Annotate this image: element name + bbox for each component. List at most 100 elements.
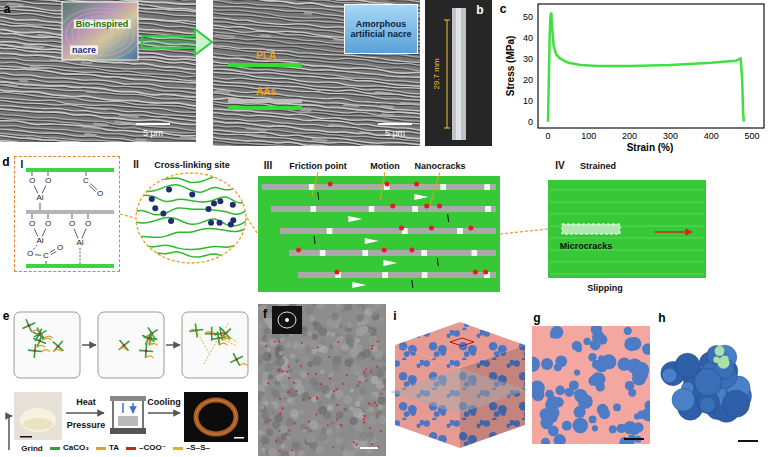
layered-structure — [365, 238, 379, 244]
sem-image — [25, 137, 41, 140]
sem-image — [228, 63, 302, 67]
tem-image — [281, 407, 283, 409]
chemical-bond — [32, 214, 33, 219]
sem-image — [83, 133, 97, 136]
process-schematic — [235, 358, 238, 361]
tem-image — [294, 422, 296, 424]
tem-image — [350, 365, 359, 374]
3d-phase-model — [661, 345, 758, 442]
layered-structure — [327, 228, 333, 234]
leader-line — [380, 172, 385, 200]
tem-image — [378, 396, 386, 404]
polymer-network — [211, 200, 217, 206]
layered-structure — [382, 272, 388, 278]
tem-image — [290, 409, 298, 417]
tem-image — [328, 372, 333, 377]
tem-image — [365, 368, 367, 370]
layered-structure — [271, 206, 310, 212]
tem-image — [320, 370, 325, 375]
process-schematic — [123, 344, 126, 347]
tem-image — [272, 306, 302, 334]
tem-image — [345, 334, 353, 342]
tem-image — [362, 383, 367, 388]
chemical-bond — [33, 245, 37, 250]
tem-image — [279, 398, 281, 400]
tem-image — [315, 397, 324, 406]
tem-image — [363, 418, 365, 420]
tem-image — [381, 304, 386, 310]
powder-photo — [14, 392, 62, 440]
tem-image — [330, 332, 335, 337]
scale-bar — [378, 123, 412, 125]
phase-map — [623, 421, 636, 434]
tem-image — [374, 304, 380, 307]
layered-structure — [477, 250, 496, 256]
dimension-label: 29.7 mm — [433, 58, 441, 89]
tem-image — [275, 440, 277, 442]
sem-image — [213, 81, 420, 97]
tick-label: 400 — [704, 132, 719, 141]
tem-image — [336, 404, 338, 406]
phase-map — [588, 376, 598, 386]
sem-image — [0, 141, 196, 142]
tem-image — [332, 363, 340, 371]
strained-structure — [562, 224, 620, 234]
tem-image — [278, 425, 287, 434]
process-schematic — [53, 341, 63, 351]
tem-image — [294, 365, 298, 369]
process-schematic — [222, 338, 230, 340]
tem-image — [333, 351, 339, 357]
tem-image — [363, 421, 365, 423]
chemical-bond — [50, 249, 55, 252]
tem-image — [272, 389, 281, 398]
phase-map — [642, 343, 650, 355]
tem-image — [269, 354, 271, 356]
tem-image — [279, 450, 281, 452]
legend-entry: CaCO₃ — [50, 444, 89, 452]
chemical-bond — [34, 229, 38, 237]
phase-map — [532, 356, 540, 372]
tem-image — [261, 412, 269, 420]
atom-label: Al — [36, 237, 43, 245]
tem-image — [274, 340, 276, 342]
sem-image — [0, 112, 196, 131]
polymer-network — [230, 217, 236, 223]
sem-image — [81, 126, 103, 130]
tem-image — [258, 354, 263, 364]
tem-image — [376, 409, 381, 414]
tem-image — [341, 343, 349, 351]
tem-image — [333, 390, 335, 392]
tem-image — [343, 407, 347, 411]
process-schematic — [119, 340, 130, 351]
tem-image — [278, 341, 280, 343]
3d-phase-model — [694, 368, 721, 395]
sample-photo — [425, 0, 492, 146]
sem-image — [311, 138, 328, 141]
tem-image — [288, 397, 297, 406]
chemistry-layers — [26, 168, 114, 268]
3d-phase-model — [672, 388, 695, 411]
sem-image — [213, 0, 420, 146]
layered-structure — [310, 206, 316, 212]
tem-image — [305, 306, 313, 314]
chemistry-layers — [26, 210, 114, 214]
node-text: Amorphous artificial nacre — [348, 19, 414, 40]
tick-label: 0 — [528, 117, 533, 126]
phase-map — [532, 326, 650, 444]
legend-entry: –COO⁻ — [126, 444, 166, 452]
legend-swatch — [173, 447, 183, 450]
phase-map — [565, 388, 574, 397]
tick-label: 10 — [523, 96, 533, 105]
node-text: Strained — [580, 162, 616, 171]
tem-image — [264, 418, 270, 424]
layered-structure — [409, 248, 414, 253]
zoom-ellipse: IICross-linking site — [135, 172, 247, 264]
tem-image — [369, 394, 379, 404]
polymer-network — [230, 202, 236, 208]
layered-structure — [414, 194, 428, 200]
tem-image — [337, 341, 339, 343]
tem-image — [317, 346, 319, 348]
tem-image — [374, 401, 376, 403]
sem-image — [245, 133, 267, 137]
